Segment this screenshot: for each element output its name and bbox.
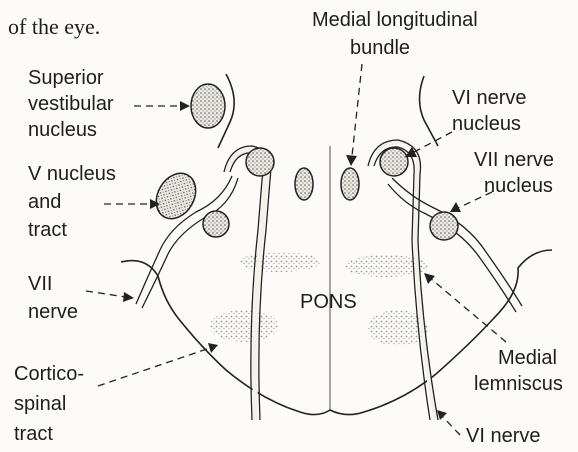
label-v-nucleus-2: and	[28, 191, 61, 213]
left-vii-nerve-nucleus	[203, 211, 229, 237]
v-nucleus-and-tract	[148, 166, 203, 226]
right-vii-nerve-nucleus	[430, 212, 458, 240]
label-vii-nucleus-1: VII nerve	[474, 149, 554, 171]
label-superior-3: nucleus	[28, 119, 97, 141]
leader-medial-longitudinal	[352, 64, 362, 156]
label-vii-nerve-2: nerve	[28, 301, 78, 323]
caption-text: of the eye.	[8, 14, 100, 39]
label-medial-longitudinal-2: bundle	[350, 37, 410, 59]
right-medial-longitudinal-bundle	[341, 168, 359, 200]
leader-vi-nucleus	[414, 132, 452, 152]
leader-medial-lemniscus	[430, 278, 506, 342]
label-corticospinal-3: tract	[14, 423, 53, 445]
label-vii-nerve-1: VII	[28, 273, 52, 295]
leader-vi-nerve	[442, 416, 460, 435]
label-pons: PONS	[300, 291, 357, 313]
label-superior-2: vestibular	[28, 93, 114, 115]
label-vi-nucleus-2: nucleus	[452, 113, 521, 135]
left-vi-nerve-nucleus	[246, 148, 274, 176]
label-medial-lemniscus-2: lemniscus	[474, 373, 563, 395]
pontine-grey-left	[240, 252, 320, 272]
label-medial-longitudinal-1: Medial longitudinal	[312, 9, 478, 31]
label-medial-lemniscus-1: Medial	[498, 347, 557, 369]
leader-corticospinal	[98, 348, 210, 386]
corticospinal-area-left	[210, 310, 278, 342]
leader-vii-nerve	[86, 291, 126, 297]
left-medial-longitudinal-bundle	[295, 168, 313, 200]
label-vi-nucleus-1: VI nerve	[452, 87, 526, 109]
right-vi-nerve-nucleus	[380, 148, 408, 176]
label-v-nucleus-3: tract	[28, 219, 67, 241]
superior-vestibular-nucleus	[191, 84, 225, 128]
label-corticospinal-2: spinal	[14, 393, 66, 415]
label-superior-1: Superior	[28, 67, 104, 89]
label-vii-nucleus-2: nucleus	[484, 175, 553, 197]
label-v-nucleus-1: V nucleus	[28, 163, 116, 185]
label-vi-nerve: VI nerve	[466, 425, 540, 447]
label-corticospinal-1: Cortico-	[14, 363, 84, 385]
